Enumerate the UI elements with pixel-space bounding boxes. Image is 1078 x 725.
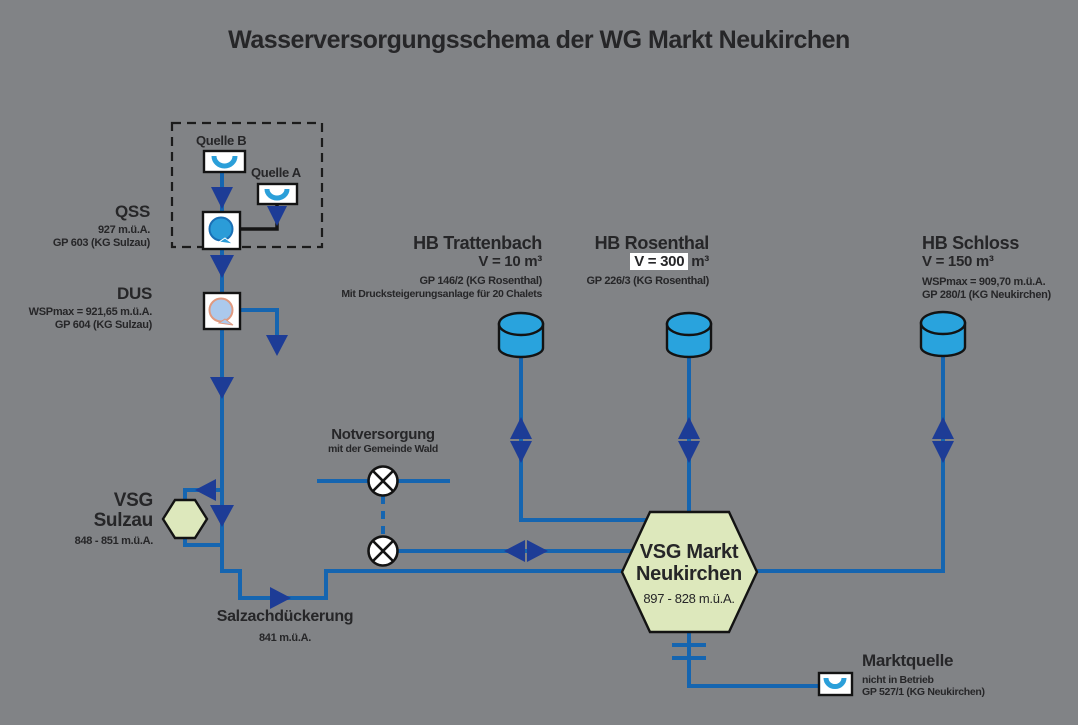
vsg-sulzau-name-line2: Sulzau bbox=[93, 510, 154, 531]
arrow-up-rosenthal bbox=[678, 417, 700, 439]
emergency-supply-name: Notversorgung bbox=[331, 426, 435, 443]
hb-trattenbach-note: Mit Drucksteigerungsanlage für 20 Chalet… bbox=[341, 288, 542, 300]
hb-rosenthal-volume-unit: m³ bbox=[691, 253, 709, 270]
valve-emergency-top bbox=[367, 465, 399, 497]
arrow-down-quelle-a bbox=[267, 206, 287, 226]
marktquelle-name: Marktquelle bbox=[862, 651, 954, 670]
hb-schloss-wsp: WSPmax = 909,70 m.ü.A. bbox=[922, 276, 1046, 288]
hb-schloss-volume: V = 150 m³ bbox=[922, 253, 994, 270]
tank-rosenthal bbox=[665, 311, 713, 359]
arrow-down-schloss bbox=[932, 441, 954, 463]
arrow-down-main-lower bbox=[210, 505, 234, 527]
pipe-main-to-vsg-markt bbox=[220, 329, 622, 600]
vsg-markt-name-line2: Neukirchen bbox=[636, 563, 742, 585]
closed-connection-bars bbox=[672, 643, 706, 660]
emergency-supply-label-block: Notversorgung mit der Gemeinde Wald bbox=[283, 426, 483, 455]
spring-symbol-quelle-a bbox=[256, 182, 299, 206]
arrow-left-emergency bbox=[504, 540, 525, 562]
page-title: Wasserversorgungsschema der WG Markt Neu… bbox=[228, 26, 850, 54]
vsg-markt-neukirchen-label-block: VSG Markt Neukirchen 897 - 828 m.ü.A. bbox=[589, 541, 789, 606]
pipe-trattenbach bbox=[519, 358, 648, 522]
hb-rosenthal-volume-highlight: V = 300 bbox=[630, 253, 689, 270]
hb-trattenbach-volume: V = 10 m³ bbox=[478, 253, 542, 270]
vsg-sulzau-label-block: VSG Sulzau 848 - 851 m.ü.A. bbox=[23, 490, 154, 548]
qss-shaft-symbol bbox=[201, 210, 242, 251]
vsg-sulzau-elevation: 848 - 851 m.ü.A. bbox=[74, 535, 154, 547]
hb-trattenbach-parcel: GP 146/2 (KG Rosenthal) bbox=[419, 275, 543, 287]
tank-trattenbach bbox=[497, 311, 545, 359]
vsg-markt-neukirchen-hexagon bbox=[620, 510, 759, 634]
qss-elevation: 927 m.ü.A. bbox=[97, 224, 150, 236]
emergency-supply-note: mit der Gemeinde Wald bbox=[327, 443, 438, 455]
marktquelle-parcel: GP 527/1 (KG Neukirchen) bbox=[862, 686, 985, 698]
pipe-schloss bbox=[757, 357, 945, 573]
qss-parcel: GP 603 (KG Sulzau) bbox=[52, 237, 150, 249]
arrow-right-salzach bbox=[270, 587, 291, 609]
tank-schloss bbox=[919, 310, 967, 358]
qss-name: QSS bbox=[114, 202, 150, 221]
arrow-up-trattenbach bbox=[510, 417, 532, 439]
dus-label-block: DUS WSPmax = 921,65 m.ü.A. GP 604 (KG Su… bbox=[16, 284, 153, 332]
dus-name: DUS bbox=[117, 284, 152, 303]
quelle-b-label: Quelle B bbox=[196, 133, 247, 148]
vsg-markt-name-line1: VSG Markt bbox=[639, 541, 739, 563]
vsg-markt-elevation: 897 - 828 m.ü.A. bbox=[643, 591, 735, 606]
hb-trattenbach-label-block: HB Trattenbach V = 10 m³ GP 146/2 (KG Ro… bbox=[322, 233, 542, 300]
vsg-sulzau-hexagon bbox=[161, 498, 209, 540]
valve-emergency-bottom bbox=[367, 535, 399, 567]
spring-symbol-quelle-b bbox=[202, 149, 247, 174]
arrow-down-rosenthal bbox=[678, 441, 700, 463]
arrow-down-main-upper bbox=[210, 377, 234, 399]
dus-parcel: GP 604 (KG Sulzau) bbox=[54, 319, 152, 331]
arrow-right-emergency bbox=[527, 540, 548, 562]
salzach-culvert-label-block: Salzachdückerung 841 m.ü.A. bbox=[185, 608, 385, 645]
marktquelle-label-block: Marktquelle nicht in Betrieb GP 527/1 (K… bbox=[862, 651, 1062, 698]
hb-schloss-label-block: HB Schloss V = 150 m³ WSPmax = 909,70 m.… bbox=[922, 233, 1078, 302]
arrow-down-qss-dus bbox=[210, 255, 234, 278]
arrow-down-trattenbach bbox=[510, 441, 532, 463]
salzach-culvert-name: Salzachdückerung bbox=[216, 608, 354, 625]
hb-rosenthal-name: HB Rosenthal bbox=[594, 233, 710, 253]
pipe-to-marktquelle bbox=[687, 632, 819, 688]
arrow-up-schloss bbox=[932, 417, 954, 439]
qss-label-block: QSS 927 m.ü.A. GP 603 (KG Sulzau) bbox=[18, 202, 150, 250]
vsg-sulzau-name-line1: VSG bbox=[113, 490, 154, 511]
spring-zone-dashed-box bbox=[170, 121, 324, 249]
hb-rosenthal-parcel: GP 226/3 (KG Rosenthal) bbox=[586, 275, 710, 287]
arrow-left-into-sulzau bbox=[195, 479, 216, 501]
hb-trattenbach-name: HB Trattenbach bbox=[413, 233, 542, 253]
pipe-return-from-vsg-sulzau bbox=[183, 538, 222, 547]
hb-schloss-parcel: GP 280/1 (KG Neukirchen) bbox=[922, 289, 1051, 301]
marktquelle-status: nicht in Betrieb bbox=[862, 674, 934, 686]
hb-schloss-name: HB Schloss bbox=[922, 233, 1020, 253]
quelle-a-label: Quelle A bbox=[251, 165, 301, 180]
spring-symbol-marktquelle bbox=[817, 671, 854, 697]
dus-wsp: WSPmax = 921,65 m.ü.A. bbox=[28, 306, 153, 318]
dus-shaft-symbol bbox=[202, 291, 242, 331]
salzach-culvert-elevation: 841 m.ü.A. bbox=[258, 632, 312, 644]
arrow-down-quelle-b bbox=[211, 187, 233, 209]
arrow-down-overflow bbox=[266, 335, 288, 356]
